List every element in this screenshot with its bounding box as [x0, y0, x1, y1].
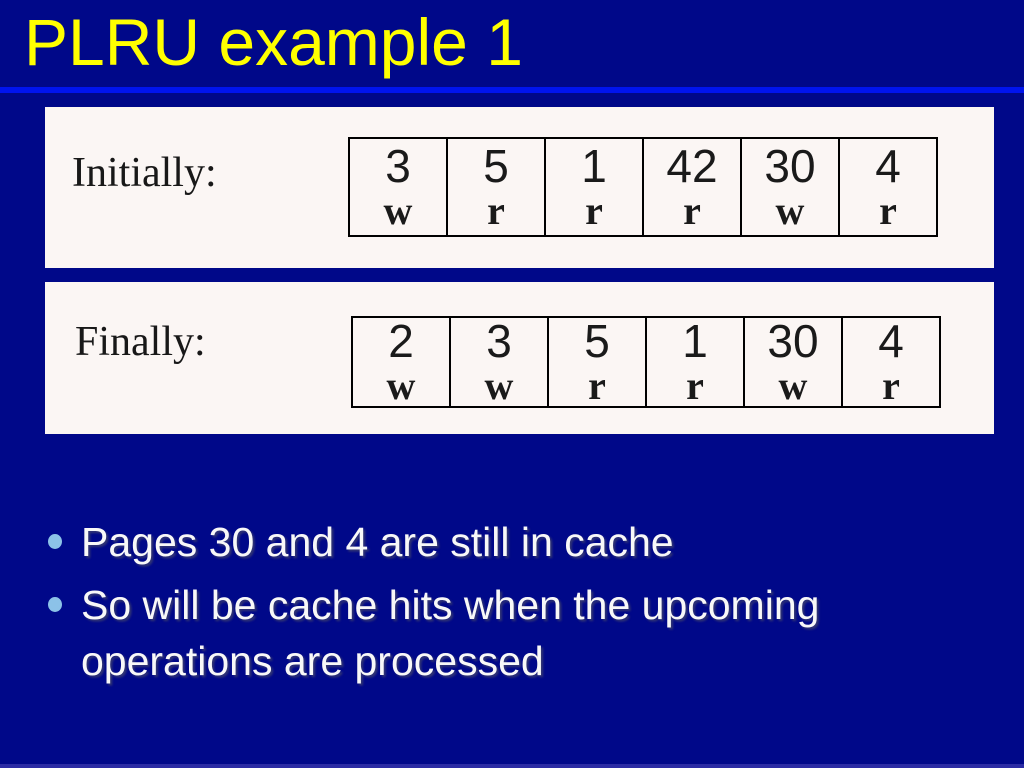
cache-cell: 5 r	[446, 137, 546, 237]
page-number: 1	[581, 140, 607, 192]
initially-panel: Initially: 3 w 5 r 1 r 42 r 30 w	[45, 107, 994, 268]
operation-letter: w	[383, 188, 413, 233]
page-number: 5	[584, 315, 610, 367]
finally-panel: Finally: 2 w 3 w 5 r 1 r 30 w	[45, 282, 994, 434]
initially-cache-table: 3 w 5 r 1 r 42 r 30 w 4 r	[348, 137, 938, 237]
operation-letter: w	[484, 363, 514, 408]
bullet-icon	[48, 534, 62, 549]
finally-cache-table: 2 w 3 w 5 r 1 r 30 w 4 r	[351, 316, 941, 408]
page-number: 1	[682, 315, 708, 367]
operation-letter: w	[386, 363, 416, 408]
cache-cell: 2 w	[351, 316, 451, 408]
operation-letter: r	[882, 363, 900, 408]
operation-letter: r	[487, 188, 505, 233]
cache-cell: 1 r	[645, 316, 745, 408]
bullet-list: Pages 30 and 4 are still in cache So wil…	[48, 514, 988, 696]
cache-cell: 30 w	[743, 316, 843, 408]
initially-label: Initially:	[72, 150, 217, 196]
bullet-text: Pages 30 and 4 are still in cache	[81, 519, 674, 565]
bottom-edge-strip	[0, 764, 1024, 768]
page-number: 4	[878, 315, 904, 367]
cache-cell: 3 w	[449, 316, 549, 408]
cache-cell: 4 r	[841, 316, 941, 408]
cache-cell: 42 r	[642, 137, 742, 237]
page-number: 2	[388, 315, 414, 367]
page-number: 3	[385, 140, 411, 192]
operation-letter: r	[683, 188, 701, 233]
cache-cell: 1 r	[544, 137, 644, 237]
cache-cell: 3 w	[348, 137, 448, 237]
bullet-text: So will be cache hits when the upcoming …	[81, 581, 820, 685]
page-number: 42	[666, 140, 718, 192]
list-item: So will be cache hits when the upcoming …	[48, 577, 988, 690]
page-title: PLRU example 1	[24, 5, 523, 79]
bullet-icon	[48, 596, 62, 612]
title-divider	[0, 87, 1024, 93]
list-item: Pages 30 and 4 are still in cache	[48, 514, 988, 571]
page-number: 30	[764, 140, 816, 192]
page-number: 3	[486, 315, 512, 367]
operation-letter: r	[585, 188, 603, 233]
finally-label: Finally:	[75, 319, 206, 365]
operation-letter: w	[775, 188, 805, 233]
operation-letter: r	[686, 363, 704, 408]
cache-cell: 4 r	[838, 137, 938, 237]
page-number: 30	[767, 315, 819, 367]
operation-letter: w	[778, 363, 808, 408]
cache-cell: 30 w	[740, 137, 840, 237]
page-number: 4	[875, 140, 901, 192]
page-number: 5	[483, 140, 509, 192]
cache-cell: 5 r	[547, 316, 647, 408]
operation-letter: r	[879, 188, 897, 233]
operation-letter: r	[588, 363, 606, 408]
